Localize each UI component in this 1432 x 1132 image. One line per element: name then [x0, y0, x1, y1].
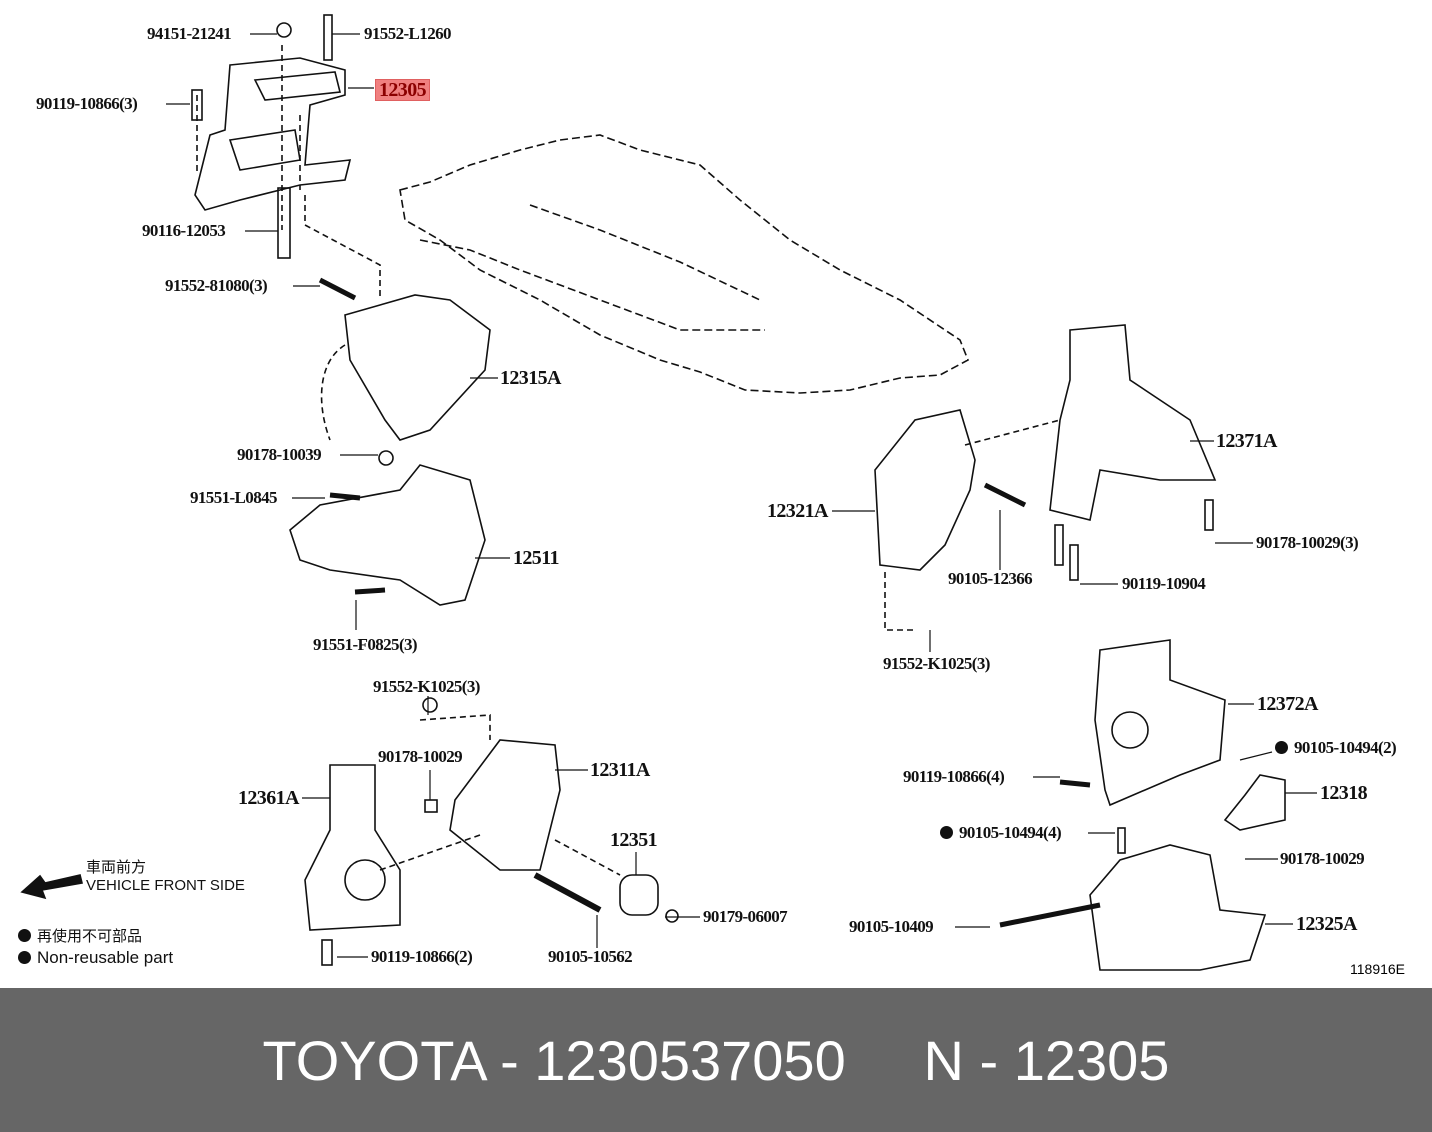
part-label-nonreusable[interactable]: 90105-10494(2)	[1275, 738, 1397, 757]
legend-text: Non-reusable part	[37, 948, 174, 967]
bracket-12325A	[1089, 844, 1267, 971]
diagram-drawing	[20, 14, 1317, 971]
bolt	[191, 89, 203, 121]
nonreusable-legend-jp: 再使用不可部品	[18, 925, 142, 946]
vehicle-front-arrow-icon	[20, 874, 83, 900]
part-label[interactable]: 91551-F0825(3)	[313, 635, 418, 654]
part-label[interactable]: 90119-10866(2)	[371, 947, 473, 966]
bushing-12351	[619, 874, 659, 916]
part-label-nonreusable[interactable]: 90105-10494(4)	[940, 823, 1062, 842]
bolt	[533, 872, 602, 913]
bolt	[999, 902, 1101, 928]
assembly-guide-line	[554, 839, 621, 876]
nut	[424, 799, 438, 813]
part-label[interactable]: 12361A	[238, 787, 299, 809]
vehicle-front-en: VEHICLE FRONT SIDE	[86, 877, 245, 894]
bolt	[1069, 544, 1079, 581]
mount-bushing	[1111, 711, 1149, 749]
part-label[interactable]: 90179-06007	[703, 907, 788, 926]
part-number: 90105-10494(4)	[959, 823, 1062, 842]
part-label[interactable]: 12511	[513, 547, 560, 569]
bolt	[323, 14, 333, 61]
nut	[665, 909, 679, 923]
part-label[interactable]: 90178-10029(3)	[1256, 533, 1359, 552]
bracket-12511	[289, 464, 486, 606]
bolt	[422, 697, 438, 713]
part-label[interactable]: 12315A	[500, 367, 561, 389]
assembly-guide-line	[419, 714, 491, 740]
part-label[interactable]: 90178-10029	[378, 747, 463, 766]
stud-bolt	[1054, 524, 1064, 566]
bolt	[329, 492, 361, 501]
part-number: 90105-10494(2)	[1294, 738, 1397, 757]
illustration-ref: 118916E	[1350, 961, 1406, 977]
part-label[interactable]: 90119-10904	[1122, 574, 1206, 593]
footer-bar: TOYOTA - 1230537050 N - 12305	[0, 988, 1432, 1132]
part-label[interactable]: 90178-10029	[1280, 849, 1365, 868]
vehicle-front-jp: 車両前方	[86, 859, 147, 876]
bullet-dot-icon	[18, 951, 31, 964]
bolt	[321, 939, 333, 966]
nonreusable-legend-en: Non-reusable part	[18, 948, 173, 968]
part-label[interactable]: 90119-10866(3)	[36, 94, 138, 113]
assembly-guide-line	[320, 344, 346, 441]
part-label[interactable]: 12325A	[1296, 913, 1357, 935]
bolt	[1059, 779, 1091, 788]
assembly-guide-line	[884, 572, 915, 631]
part-label[interactable]: 91552-L1260	[364, 24, 452, 43]
part-label[interactable]: 91552-81080(3)	[165, 276, 268, 295]
part-label[interactable]: 12371A	[1216, 430, 1277, 452]
part-label[interactable]: 12372A	[1257, 693, 1318, 715]
assembly-guide-line	[379, 834, 481, 871]
engine-mount-12305	[194, 57, 352, 211]
part-label[interactable]: 90116-12053	[142, 221, 226, 240]
part-label[interactable]: 94151-21241	[147, 24, 232, 43]
bracket-12311A	[449, 739, 561, 871]
part-label[interactable]: 12321A	[767, 500, 828, 522]
part-label[interactable]: 12318	[1320, 782, 1368, 804]
part-label[interactable]: 90119-10866(4)	[903, 767, 1005, 786]
bolt	[983, 482, 1027, 508]
bracket-12372A	[1094, 639, 1226, 807]
part-label[interactable]: 91551-L0845	[190, 488, 278, 507]
mount-12361A	[304, 764, 401, 931]
bracket-12315A	[344, 294, 491, 441]
stud-bolt	[1204, 499, 1214, 531]
part-label-highlighted[interactable]: 12305	[375, 79, 431, 101]
bracket-12321A	[874, 409, 976, 571]
nonreusable-dot-icon	[1275, 741, 1288, 754]
assembly-guide-line	[281, 45, 381, 300]
engine-detail-line	[529, 204, 761, 301]
bracket-12318	[1223, 774, 1286, 831]
bolt	[318, 277, 357, 301]
assembly-guide-line	[964, 419, 1061, 446]
part-label[interactable]: 90105-10562	[548, 947, 633, 966]
part-label[interactable]: 90105-10409	[849, 917, 934, 936]
stud-bolt	[277, 187, 291, 259]
leader-lines	[166, 33, 1317, 958]
nut	[378, 450, 394, 466]
part-label[interactable]: 91552-K1025(3)	[883, 654, 990, 673]
part-label[interactable]: 91552-K1025(3)	[373, 677, 480, 696]
part-label[interactable]: 90105-12366	[948, 569, 1033, 588]
engine-detail-line	[419, 239, 765, 331]
part-label[interactable]: 90178-10039	[237, 445, 322, 464]
part-label[interactable]: 12351	[610, 829, 658, 851]
bolt	[354, 587, 386, 595]
footer-part-number: TOYOTA - 1230537050 N - 12305	[262, 1028, 1170, 1092]
parts-diagram: 94151-21241 91552-L1260 12305 90119-1086…	[18, 14, 1406, 977]
nut	[276, 22, 292, 38]
bracket-12371A	[1049, 324, 1217, 521]
engine-outline	[399, 134, 970, 394]
part-label[interactable]: 12311A	[590, 759, 650, 781]
nonreusable-dot-icon	[940, 826, 953, 839]
mount-bushing	[344, 859, 386, 901]
bolt	[1117, 827, 1126, 854]
legend-text: 再使用不可部品	[37, 928, 143, 945]
bullet-dot-icon	[18, 929, 31, 942]
